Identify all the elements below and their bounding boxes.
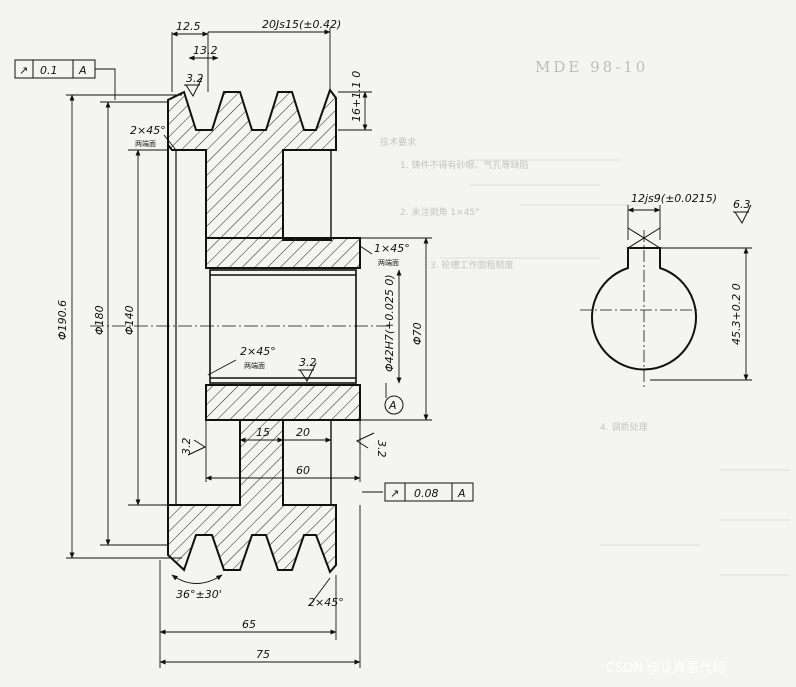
rough-right-hub: 3.2 (375, 440, 388, 458)
section-outline (591, 247, 697, 371)
roughness-symbols (184, 77, 752, 456)
rim-bottom (167, 419, 337, 574)
shaft-section: 12js9(±0.0215) 6.3 45.3+0.2 0 (580, 192, 752, 390)
tolerance-frame-top: ↗ 0.1 A (14, 59, 96, 79)
hub-top (205, 237, 361, 269)
tolerance-frame-hub: ↗ 0.08 A (384, 482, 474, 502)
pulley-section (90, 87, 390, 574)
section-keyway: 12js9(±0.0215) (631, 192, 717, 205)
section-depth: 45.3+0.2 0 (730, 283, 743, 345)
bg-line-5: 4. 调质处理 (600, 421, 647, 433)
dim-web-15: 15 (256, 426, 270, 439)
rim-top (167, 87, 337, 241)
bg-line-2: 1. 铸件不得有砂眼、气孔等缺陷 (400, 159, 528, 171)
dim-dia-bore: Φ42H7(+0.025 0) (383, 274, 396, 372)
bg-line-1: 技术要求 (380, 136, 416, 148)
dim-width-65: 65 (242, 618, 256, 631)
dim-dia-180: Φ180 (93, 305, 106, 335)
dimension-texts: 12.5 20Js15(±0.42) 13.2 3.2 16+1.1 0 2×4… (56, 18, 424, 661)
chamfer-top-left-note: 两端面 (135, 139, 156, 148)
tolerance-value: 0.08 (414, 487, 439, 500)
dim-width-75: 75 (256, 648, 270, 661)
dim-dia-70: Φ70 (411, 322, 424, 345)
chamfer-bore-note: 两端面 (378, 258, 399, 267)
tolerance-symbol: ↗ (19, 64, 28, 77)
dim-13-2: 13.2 (193, 44, 218, 57)
rough-left-hub: 3.2 (180, 438, 193, 456)
tolerance-symbol: ↗ (390, 487, 399, 500)
dimension-lines (66, 28, 432, 668)
rough-top-groove: 3.2 (186, 72, 204, 85)
chamfer-mid-note: 两端面 (244, 361, 265, 370)
dim-20js15: 20Js15(±0.42) (262, 18, 341, 31)
chamfer-bottom: 2×45° (308, 596, 344, 609)
chamfer-bore: 1×45° (374, 242, 410, 255)
tolerance-datum: A (78, 64, 87, 77)
background-notes: MDE 98-10 技术要求 1. 铸件不得有砂眼、气孔等缺陷 2. 未注倒角 … (380, 58, 790, 576)
hub-bottom (205, 384, 361, 421)
rough-bore: 3.2 (299, 356, 317, 369)
dim-12-5: 12.5 (176, 20, 201, 33)
svg-text:A: A (388, 399, 397, 412)
dim-dia-140: Φ140 (123, 305, 136, 335)
bg-line-3: 2. 未注倒角 1×45° (400, 206, 480, 218)
section-rough: 6.3 (733, 198, 751, 211)
dim-groove-depth: 16+1.1 0 (350, 71, 363, 122)
dim-hub-60: 60 (296, 464, 310, 477)
dim-web-20: 20 (296, 426, 310, 439)
dim-groove-angle: 36°±30' (176, 588, 222, 601)
tolerance-datum: A (457, 487, 466, 500)
chamfer-top-left: 2×45° (130, 124, 166, 137)
chamfer-mid: 2×45° (240, 345, 276, 358)
bg-header: MDE 98-10 (535, 58, 648, 76)
datum-marker: A (384, 395, 404, 415)
bg-line-4: 3. 轮槽工作面粗糙度 (430, 259, 513, 271)
bore (209, 269, 357, 384)
csdn-watermark: CSDN @认真看代码 (606, 660, 725, 676)
tolerance-value: 0.1 (40, 64, 58, 77)
dim-dia-190-6: Φ190.6 (56, 300, 69, 340)
